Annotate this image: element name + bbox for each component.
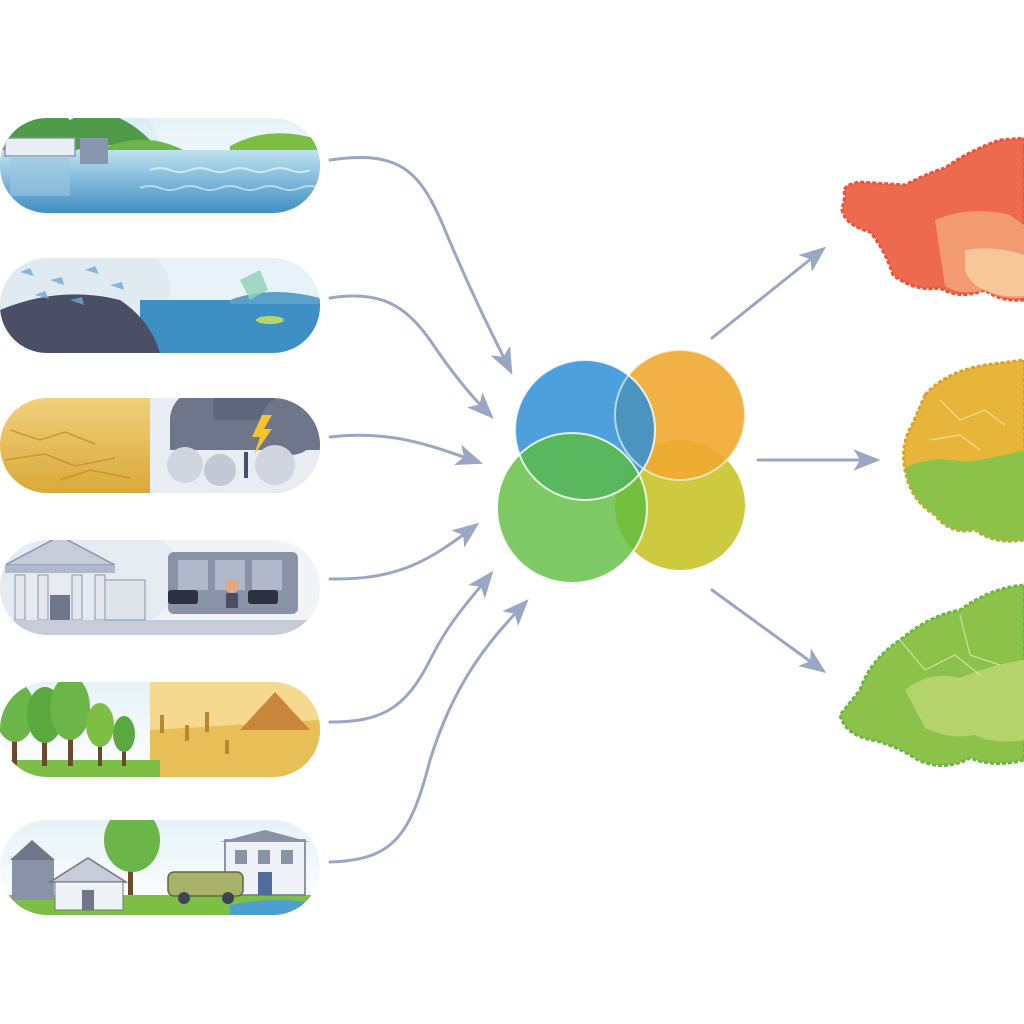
tree-icon [0,682,135,766]
red-region-map-icon [840,136,1024,302]
four-overlapping-circles-icon [496,349,746,584]
arrow-input-2 [328,294,494,419]
arrow-output-3 [710,588,827,674]
arrow-input-5 [328,570,494,724]
coastal-dam-water-scene-icon [0,118,320,213]
drought-lightning-storm-scene-icon [0,398,320,493]
arrow-input-1 [328,156,513,375]
green-region-map-icon [838,583,1024,767]
yellow-green-region-map-icon [902,358,1024,543]
government-building-office-scene-icon [0,540,320,635]
arrow-input-6 [328,599,529,864]
hub-circle-green [497,433,647,583]
town-houses-car-scene-icon [0,820,320,915]
input-arrows [328,156,529,864]
arrow-input-4 [328,522,480,581]
arrow-input-3 [328,433,484,465]
ocean-debris-scene-icon [0,258,320,353]
forest-to-desert-scene-icon [0,682,320,777]
hub-circle-yellow [615,440,745,570]
output-arrows [710,246,881,674]
arrow-output-1 [710,246,827,340]
